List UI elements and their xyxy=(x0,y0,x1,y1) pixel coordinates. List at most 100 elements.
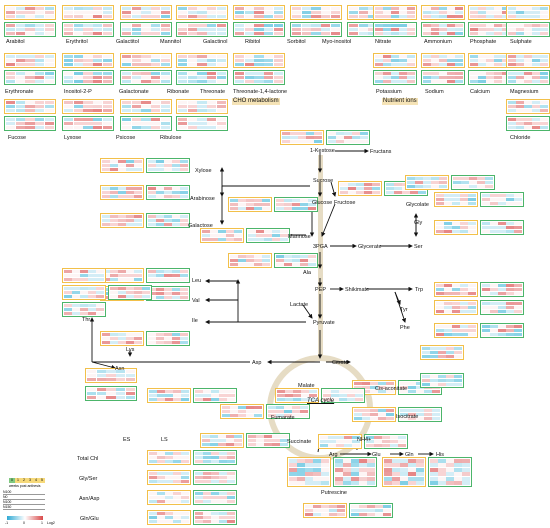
heatmap-ls xyxy=(176,70,228,85)
metabolite-label-trp: Trp xyxy=(415,287,424,293)
metabolite-label-nitrate: Nitrate xyxy=(375,39,392,45)
heatmap-ls xyxy=(62,22,114,37)
heatmap-es xyxy=(200,433,244,448)
metabolite-label-threonate: Threonate xyxy=(200,89,226,95)
metabolite-label-ser: Ser xyxy=(414,244,423,250)
metabolite-label-nh4-: NH4+ xyxy=(357,437,372,443)
heatmap-es xyxy=(147,490,191,505)
metabolite-label-gly: Gly xyxy=(414,220,423,226)
heatmap-ls xyxy=(193,510,237,525)
heatmap-es xyxy=(420,345,464,360)
heatmap-ls xyxy=(333,457,377,487)
column-header-es: ES xyxy=(123,437,131,443)
main-flux-band xyxy=(318,155,323,360)
heatmap-es xyxy=(303,503,347,518)
legend-week-cell: 5 xyxy=(39,478,45,483)
metabolite-label-phosphate: Phosphate xyxy=(470,39,497,45)
heatmap-es xyxy=(120,5,172,20)
heatmap-ls xyxy=(349,503,393,518)
column-header-ls: LS xyxy=(161,437,168,443)
metabolite-label-malate: Malate xyxy=(298,383,315,389)
heatmap-ls xyxy=(480,300,524,315)
heatmap-es xyxy=(176,5,228,20)
heatmap-es xyxy=(100,331,144,346)
heatmap-ls xyxy=(266,404,310,419)
heatmap-es xyxy=(100,158,144,173)
heatmap-es xyxy=(176,99,228,114)
heatmap-ls xyxy=(246,228,290,243)
metabolite-label-sodium: Sodium xyxy=(425,89,444,95)
heatmap-es xyxy=(100,213,144,228)
heatmap-ls xyxy=(146,185,190,200)
metabolite-label-ile: Ile xyxy=(192,318,198,324)
metabolite-label-fumarate: Fumarate xyxy=(271,415,295,421)
heatmap-es xyxy=(506,99,550,114)
heatmap-es xyxy=(434,300,478,315)
heatmap-es xyxy=(421,53,465,68)
metabolite-label-ala: Ala xyxy=(303,270,311,276)
heatmap-ls xyxy=(4,70,56,85)
heatmap-ls xyxy=(321,388,365,403)
section-cho-metabolism: CHO metabolism xyxy=(232,98,280,105)
metabolite-label-shikimate: Shikimate xyxy=(345,287,370,293)
heatmap-ls xyxy=(420,373,464,388)
heatmap-es xyxy=(352,407,396,422)
metabolite-label-myo-inositol: Myo-inositol xyxy=(322,39,352,45)
heatmap-ls xyxy=(193,450,237,465)
heatmap-es xyxy=(100,268,144,283)
heatmap-ls xyxy=(193,490,237,505)
metabolite-label-arg: Arg xyxy=(329,452,338,458)
heatmap-ls xyxy=(146,213,190,228)
heatmap-es xyxy=(434,323,478,338)
heatmap-ls xyxy=(62,70,114,85)
metabolite-label-cis-aconitate: Cis-aconitate xyxy=(375,386,408,392)
legend-week-cell: 1 xyxy=(15,478,21,483)
heatmap-ls xyxy=(120,70,172,85)
legend-row-label: N100 xyxy=(3,500,45,505)
section-nutrient-ions: Nutrient ions xyxy=(382,98,418,105)
heatmap-es xyxy=(405,175,449,190)
pathway-edge xyxy=(330,181,337,197)
heatmap-ls xyxy=(62,116,114,131)
metabolite-label-glu: Glu xyxy=(372,452,381,458)
heatmap-ls xyxy=(233,22,285,37)
heatmap-es xyxy=(434,282,478,297)
legend-scale-scale_min: -1 xyxy=(5,521,9,525)
heatmap-ls xyxy=(373,70,417,85)
heatmap-ls xyxy=(451,175,495,190)
heatmap-es xyxy=(62,285,106,300)
heatmap-ls xyxy=(364,434,408,449)
heatmap-ls xyxy=(146,158,190,173)
metabolite-label-leu: Leu xyxy=(192,278,202,284)
heatmap-ls xyxy=(4,22,56,37)
heatmap-ls xyxy=(4,116,56,131)
heatmap-ls xyxy=(274,253,318,268)
metabolite-label-fructose: Fructose xyxy=(334,200,356,206)
heatmap-ls xyxy=(62,302,106,317)
heatmap-ls xyxy=(120,116,172,131)
metabolite-label-galactonate: Galactonate xyxy=(119,89,149,95)
heatmap-es xyxy=(434,192,478,207)
heatmap-ls xyxy=(233,70,285,85)
heatmap-ls xyxy=(193,388,237,403)
heatmap-es xyxy=(147,388,191,403)
metabolite-label-xylose: Xylose xyxy=(195,168,212,174)
metabolite-label-tyr: Tyr xyxy=(400,307,408,313)
metabolite-label-1-kestose: 1-Kestose xyxy=(310,148,335,154)
heatmap-ls xyxy=(146,331,190,346)
heatmap-es xyxy=(62,99,114,114)
legend-week-cell: 3 xyxy=(27,478,33,483)
heatmap-es xyxy=(4,5,56,20)
heatmap-ls xyxy=(480,192,524,207)
heatmap-ls xyxy=(193,470,237,485)
metabolite-label-calcium: Calcium xyxy=(470,89,490,95)
metabolite-label-lys: Lys xyxy=(126,347,135,353)
legend-week-cell: 0 xyxy=(9,478,15,483)
heatmap-es xyxy=(4,53,56,68)
heatmap-ls xyxy=(421,70,465,85)
heatmap-es xyxy=(280,130,324,145)
heatmap-es xyxy=(373,53,417,68)
metabolite-label-chloride: Chloride xyxy=(510,135,531,141)
